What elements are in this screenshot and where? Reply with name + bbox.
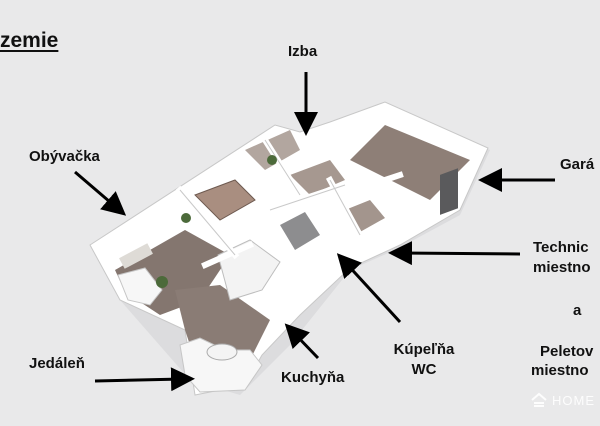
label-technicka-line1: Technic: [533, 239, 589, 256]
bathroom-floor: [280, 212, 320, 250]
watermark-text: HOME: [552, 392, 595, 408]
label-kuchyna: Kuchyňa: [281, 369, 345, 386]
arrow-technicka: [388, 241, 521, 266]
label-izba: Izba: [288, 43, 318, 60]
pointer-arrows: [74, 72, 555, 392]
label-kupelna-line1: Kúpeľňa: [393, 341, 455, 358]
label-kupelna-line2: WC: [411, 361, 437, 378]
homestyler-logo-icon: [531, 392, 547, 407]
wall-edges: [179, 139, 361, 256]
label-obyvacka: Obývačka: [29, 148, 100, 165]
homestyler-watermark: HOME: [530, 389, 595, 411]
plant: [267, 155, 277, 165]
sofa: [119, 243, 153, 269]
arrow-kuchyna: [284, 323, 320, 360]
plant: [156, 276, 168, 288]
dining-table: [206, 343, 238, 361]
label-peletova-line2: miestno: [531, 362, 589, 379]
label-garaz: Gará: [560, 156, 595, 173]
label-peletova-line1: Peletov: [540, 343, 594, 360]
hallway-floor: [290, 160, 345, 195]
bay-window-living: [117, 267, 163, 306]
staircase: [194, 179, 256, 221]
page-title: zemie: [0, 29, 59, 52]
label-a: a: [573, 302, 582, 319]
garage-door: [440, 168, 458, 215]
label-technicka-line2: miestno: [533, 259, 591, 276]
arrow-kupelna: [336, 253, 402, 324]
arrow-obyvacka: [74, 170, 127, 216]
plant: [181, 213, 191, 223]
label-jedalen: Jedáleň: [29, 355, 85, 372]
arrow-jedalen: [94, 367, 195, 392]
